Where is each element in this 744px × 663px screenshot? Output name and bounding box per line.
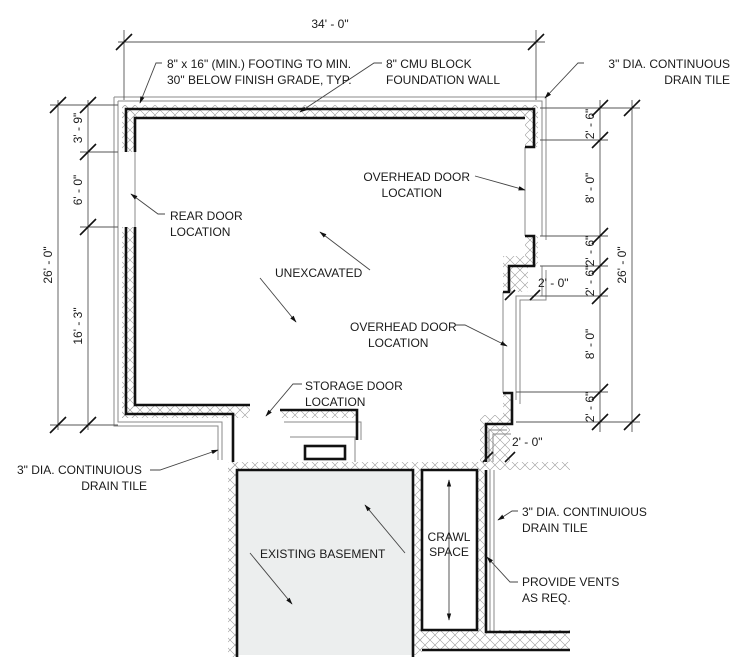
dimension-lines [49,30,641,463]
dim-overall-width: 34' - 0" [311,17,348,31]
footing-note: 8" x 16" (MIN.) FOOTING TO MIN.30" BELOW… [167,57,352,87]
dim-right-seg-2: 8' - 0" [583,173,597,204]
dim-left-seg-2: 6' - 0" [71,175,85,206]
dim-right-overall: 26' - 0" [615,246,629,283]
dim-right-seg-3: 2' - 6" [583,236,597,267]
dim-left-seg-3: 16' - 3" [71,307,85,344]
existing-basement-label: EXISTING BASEMENT [260,547,386,561]
dim-right-seg-6: 2' - 6" [583,392,597,423]
dim-left-seg-1: 3' - 9" [71,113,85,144]
dim-right-seg-1: 2' - 6" [583,109,597,140]
foundation-walls [124,107,570,657]
dim-right-seg-5: 8' - 0" [583,329,597,360]
leader-lines [130,62,584,621]
dim-right-seg-4: 2' - 6" [583,266,597,297]
unexcavated-label: UNEXCAVATED [275,266,363,280]
existing-basement-area [237,470,413,655]
dim-left-overall: 26' - 0" [41,246,55,283]
dim-jog-lower: 2' - 0" [512,435,543,449]
dim-jog-upper: 2' - 0" [538,276,569,290]
